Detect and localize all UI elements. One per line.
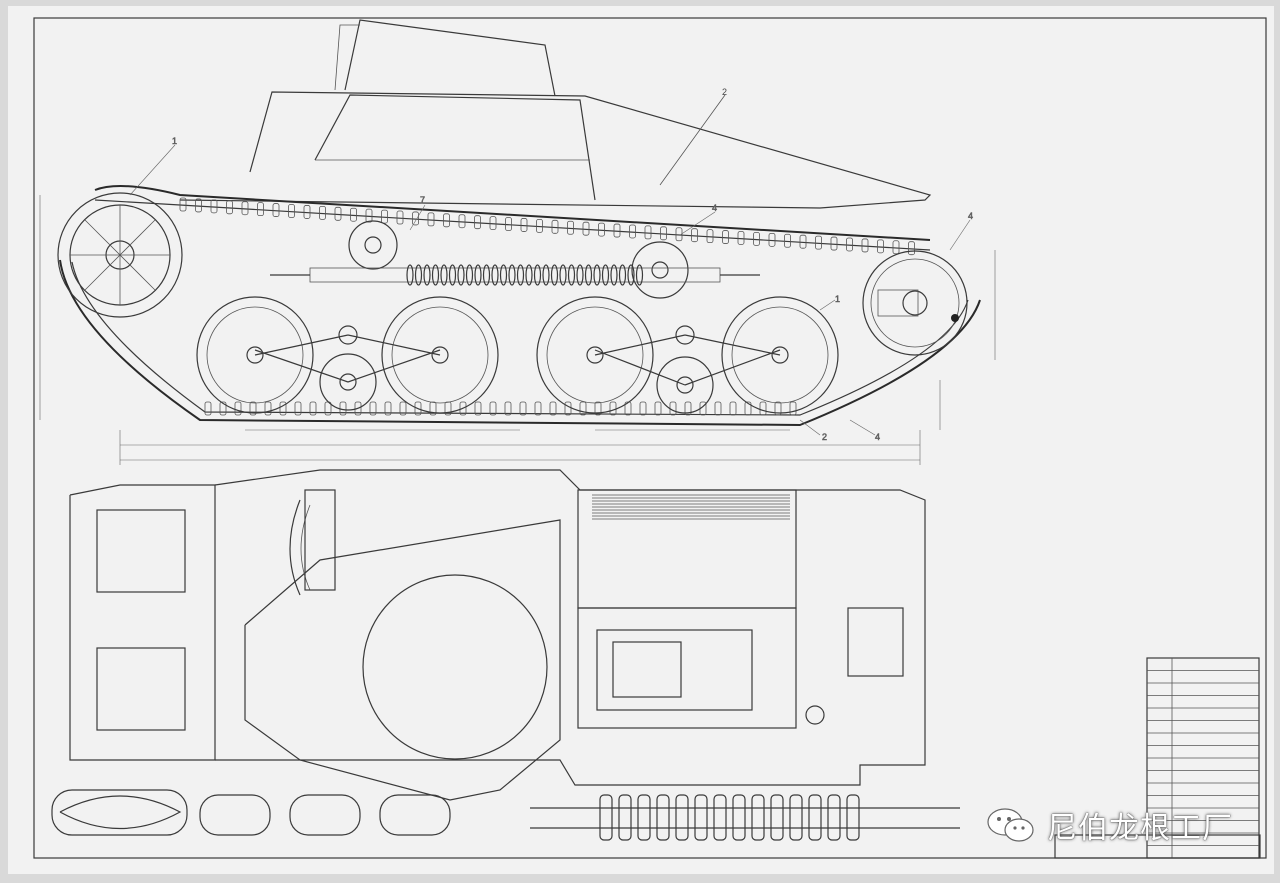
- idler-wheel: [862, 250, 968, 356]
- turret-outline: [344, 19, 556, 97]
- frame-border: [33, 17, 1267, 859]
- svg-text:2: 2: [822, 432, 827, 442]
- svg-text:4: 4: [875, 432, 880, 442]
- return-roller: [348, 220, 398, 270]
- svg-text:7: 7: [420, 195, 425, 205]
- hull-outline: [179, 91, 932, 209]
- plan-track-left: [51, 789, 188, 836]
- watermark: 尼伯龙根工厂: [985, 800, 1233, 850]
- road-wheel-3: [536, 296, 654, 414]
- paper: [8, 6, 1274, 874]
- bogie-wheel-2: [656, 356, 714, 414]
- drive-sprocket: [57, 192, 183, 318]
- suspension-spring: [270, 264, 760, 286]
- track-upper-run: [94, 185, 931, 241]
- watermark-text: 尼伯龙根工厂: [1047, 811, 1233, 846]
- svg-text:1: 1: [835, 294, 840, 304]
- plan-view: [51, 469, 1261, 859]
- dimension-lines: [39, 195, 996, 465]
- bogie-wheel-1: [319, 353, 377, 411]
- svg-text:4: 4: [968, 211, 973, 221]
- svg-text:2: 2: [722, 87, 727, 97]
- hull-plan-outline: [214, 469, 926, 786]
- road-wheel-2: [381, 296, 499, 414]
- road-wheel-1: [196, 296, 314, 414]
- wechat-icon: [987, 808, 1034, 842]
- plan-track-right: [199, 794, 960, 841]
- tension-wheel: [631, 241, 689, 299]
- suspension-arms: [254, 325, 781, 386]
- road-wheel-4: [721, 296, 839, 414]
- side-view: 2: [39, 19, 996, 465]
- svg-text:4: 4: [712, 203, 717, 213]
- hatch: [362, 574, 548, 760]
- title-block: [1054, 657, 1261, 859]
- svg-text:1: 1: [172, 136, 177, 146]
